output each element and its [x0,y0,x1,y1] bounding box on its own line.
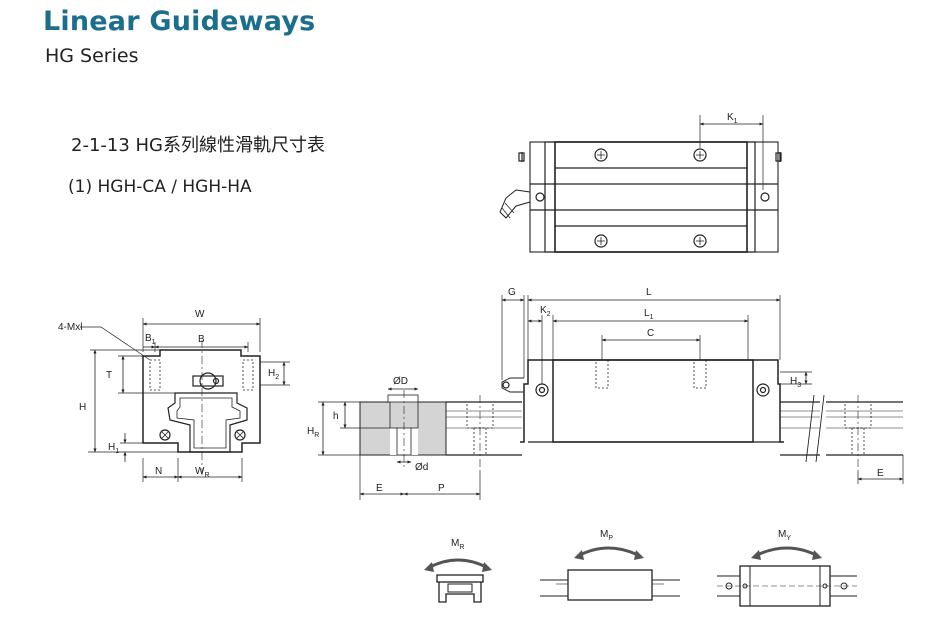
dim-mxl: 4-Mxl [58,322,82,333]
dim-wr: WR [195,466,210,479]
dim-b1: B1 [145,333,156,346]
dim-h1: H1 [108,442,119,455]
dim-e-right: E [877,468,884,479]
dim-h2: H2 [268,368,279,381]
dim-h3: H3 [790,376,801,389]
moment-my [717,546,857,607]
dim-l: L [646,287,652,298]
dim-t: T [106,370,112,381]
label-mr: MR [451,538,464,551]
dim-k1-top: K1 [727,112,738,125]
front-view [80,318,290,482]
series-subtitle: HG Series [45,45,139,67]
dim-n: N [155,466,162,477]
dim-b: B [198,334,205,345]
side-view [318,295,904,500]
label-mp: MP [600,529,613,542]
dim-hr: HR [307,426,319,439]
model-heading: (1) HGH-CA / HGH-HA [68,177,252,197]
dim-d-large: ØD [393,376,408,387]
section-heading: 2-1-13 HG系列線性滑軌尺寸表 [71,135,326,156]
dim-p: P [438,483,445,494]
dim-h: H [79,402,86,413]
dim-h-small: h [333,411,339,422]
dim-c: C [647,328,654,339]
dim-w: W [195,309,205,320]
dim-l1: L1 [644,308,654,321]
moment-mp [540,546,680,601]
moment-mr [424,558,492,603]
dim-g: G [508,287,516,298]
dim-d-small: Ød [415,462,428,473]
page-title: Linear Guideways [43,6,316,37]
label-my: MY [778,529,791,542]
dim-k2: K2 [540,305,551,318]
dim-e-left: E [376,483,383,494]
top-view [499,115,782,253]
